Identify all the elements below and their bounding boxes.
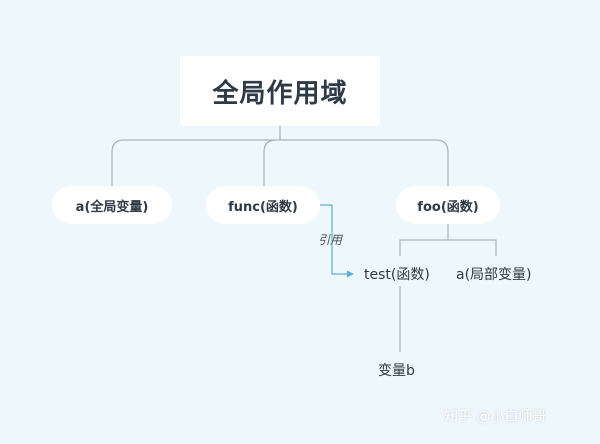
reference-arrow-line	[314, 204, 348, 275]
node-test: test(函数)	[364, 267, 430, 283]
node-var-b: 变量b	[378, 363, 415, 379]
reference-arrow-head	[347, 270, 354, 278]
reference-label: 引用	[318, 233, 343, 247]
connector-foo-to-test	[399, 239, 497, 256]
root-node-global-scope: 全局作用域	[180, 56, 380, 126]
connector-root-to-func	[263, 139, 277, 186]
node-foo: foo(函数)	[396, 186, 500, 224]
connector-root-to-a	[111, 139, 449, 186]
watermark: 知乎 @小白师哥	[444, 409, 547, 425]
node-func: func(函数)	[206, 186, 320, 224]
node-global-var-a: a(全局变量)	[52, 186, 172, 224]
node-local-var-a: a(局部变量)	[456, 267, 532, 283]
